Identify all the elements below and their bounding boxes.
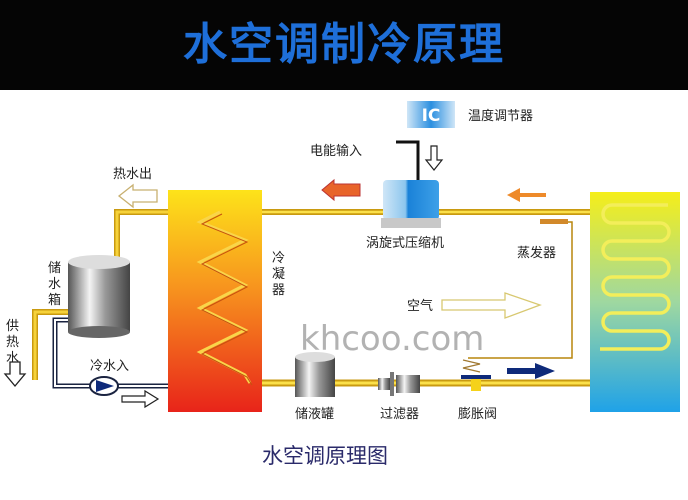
ic-label: IC (422, 106, 441, 126)
flow-arrow-right-icon (507, 363, 555, 379)
page-title: 水空调制冷原理 (183, 19, 505, 70)
down-arrow-icon (3, 361, 27, 388)
pump-arrow-icon (96, 380, 114, 392)
compressor-label: 涡旋式压缩机 (366, 235, 444, 251)
power-input-label: 电能输入 (310, 143, 362, 159)
title-bar: 水空调制冷原理 (0, 0, 688, 90)
condenser-label: 冷凝器 (272, 251, 285, 298)
ic-chip-icon (407, 101, 455, 128)
diagram-caption: 水空调原理图 (262, 444, 388, 468)
water-tank-label: 储水箱 (48, 261, 61, 308)
air-label: 空气 (407, 298, 433, 314)
expansion-valve-label: 膨胀阀 (458, 407, 497, 422)
filter (378, 372, 420, 396)
hot-water-out-label: 热水出 (113, 167, 152, 182)
evaporator-label: 蒸发器 (517, 245, 556, 261)
power-wire (396, 140, 420, 182)
flow-arrow-left-icon (321, 178, 361, 202)
flow-arrow-left-icon (507, 188, 546, 202)
filter-label: 过滤器 (380, 407, 419, 422)
watermark: khcoo.com (300, 319, 484, 359)
cold-water-in-label: 冷水入 (90, 359, 129, 374)
thermostat-label: 温度调节器 (468, 108, 533, 124)
evaporator (590, 192, 680, 412)
liquid-receiver-label: 储液罐 (295, 407, 334, 422)
cold-water-in-arrow-icon (121, 389, 160, 409)
water-tank (68, 255, 130, 338)
air-arrow-icon (441, 292, 542, 319)
condenser (168, 190, 262, 412)
expansion-valve (461, 359, 491, 391)
hot-water-out-arrow-icon (117, 183, 158, 209)
hot-water-supply-label: 供热水 (6, 319, 19, 366)
down-arrow-icon (424, 145, 444, 171)
compressor (381, 180, 441, 228)
liquid-receiver (295, 352, 335, 397)
